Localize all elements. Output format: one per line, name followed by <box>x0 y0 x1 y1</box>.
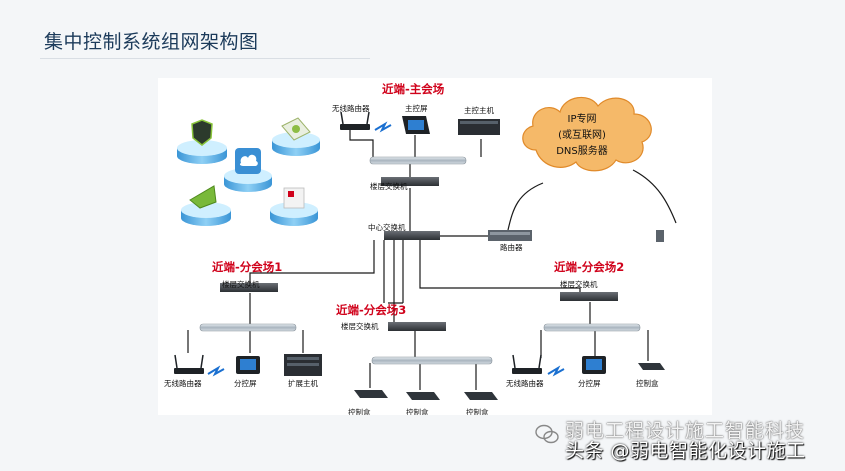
switch-floor-b3 <box>388 322 446 331</box>
control-box-icon-2 <box>406 392 440 400</box>
label-wireless-router-main: 无线路由器 <box>332 103 370 113</box>
switches <box>220 177 618 331</box>
cropped-device-icon <box>656 230 664 242</box>
label-control-box-2: 控制盒 <box>406 407 429 415</box>
touch-screen-icon-b1 <box>236 356 260 374</box>
wireless-signal-icon-b1 <box>207 365 225 377</box>
wireless-router-icon-b1 <box>174 354 204 374</box>
touch-screen-icon-main <box>402 116 430 134</box>
label-ext-host-b1: 扩展主机 <box>288 378 318 388</box>
switch-floor-b2 <box>560 292 618 301</box>
devices <box>174 111 665 400</box>
ext-host-icon-b1 <box>284 354 322 376</box>
label-router: 路由器 <box>500 242 523 252</box>
app-icons <box>177 117 320 226</box>
page-title: 集中控制系统组网架构图 <box>44 31 259 53</box>
control-box-icon-1 <box>354 390 388 398</box>
title-divider <box>40 58 370 59</box>
label-core-switch: 中心交换机 <box>368 222 406 232</box>
section-main-label: 近端-主会场 <box>382 82 445 96</box>
watermark-line-2: 头条 @弱电智能化设计施工 <box>565 440 806 462</box>
section-b3-label: 近端-分会场3 <box>336 303 406 317</box>
tablet-app-icon <box>272 117 320 156</box>
watermark-line-1: 弱电工程设计施工智能科技 <box>565 420 806 442</box>
card-app-icon <box>270 187 318 226</box>
label-floor-switch-b2: 楼层交换机 <box>560 279 598 289</box>
label-main-host: 主控主机 <box>464 105 494 115</box>
wireless-router-icon-b2 <box>512 354 542 374</box>
label-control-box-1: 控制盒 <box>348 407 371 415</box>
diagram-svg: 近端-主会场 近端-分会场1 近端-分会场2 近端-分会场3 无线路由器 主控屏… <box>164 82 677 415</box>
control-box-icon-3 <box>464 392 498 400</box>
wireless-signal-icon-main <box>374 121 392 133</box>
host-icon-main <box>458 119 500 135</box>
wire-cloud-right <box>632 169 677 224</box>
switch-floor-b1 <box>220 283 278 292</box>
wire-router-cloud-left <box>507 182 544 231</box>
cloud-line-3: DNS服务器 <box>556 144 608 157</box>
watermark: 弱电工程设计施工智能科技 头条 @弱电智能化设计施工 <box>535 414 835 464</box>
bus-bars <box>199 156 641 365</box>
label-wireless-router-b2: 无线路由器 <box>506 378 544 388</box>
wire-router-main <box>349 129 374 157</box>
green-app-icon <box>181 185 231 226</box>
label-sub-screen-b2: 分控屏 <box>578 378 601 388</box>
bus-bar-b3 <box>371 356 493 365</box>
label-floor-switch-main: 楼层交换机 <box>370 181 408 191</box>
shield-app-icon <box>177 119 227 164</box>
switch-core <box>384 231 440 240</box>
cloud-line-1: IP专网 <box>568 112 597 125</box>
wireless-router-icon-main <box>340 111 370 130</box>
bus-bar-main <box>369 156 467 165</box>
section-b1-label: 近端-分会场1 <box>212 260 282 274</box>
control-box-icon-b2 <box>638 363 665 370</box>
label-wireless-router-b1: 无线路由器 <box>164 378 202 388</box>
wireless-signal-icon-b2 <box>547 365 565 377</box>
cloud-icon <box>522 96 652 172</box>
network-diagram: 近端-主会场 近端-分会场1 近端-分会场2 近端-分会场3 无线路由器 主控屏… <box>158 78 712 415</box>
section-b2-label: 近端-分会场2 <box>554 260 624 274</box>
bus-bar-b2 <box>543 323 641 332</box>
cloud-line-2: (或互联网) <box>558 129 606 141</box>
wire-core-b3b <box>388 240 404 304</box>
label-floor-switch-b1: 楼层交换机 <box>222 279 260 289</box>
label-main-screen: 主控屏 <box>405 103 428 113</box>
label-control-box-3: 控制盒 <box>466 407 489 415</box>
touch-screen-icon-b2 <box>582 356 606 374</box>
wechat-icon <box>535 424 559 444</box>
cloud-app-icon <box>224 148 272 192</box>
bus-bar-b1 <box>199 323 297 332</box>
wire-core-b1 <box>249 240 375 283</box>
labels: 近端-主会场 近端-分会场1 近端-分会场2 近端-分会场3 无线路由器 主控屏… <box>164 82 659 415</box>
label-floor-switch-b3: 楼层交换机 <box>341 321 379 331</box>
label-control-box-b2: 控制盒 <box>636 378 659 388</box>
router-icon <box>488 230 532 241</box>
label-sub-screen-b1: 分控屏 <box>234 378 257 388</box>
switch-floor-main <box>381 177 439 186</box>
